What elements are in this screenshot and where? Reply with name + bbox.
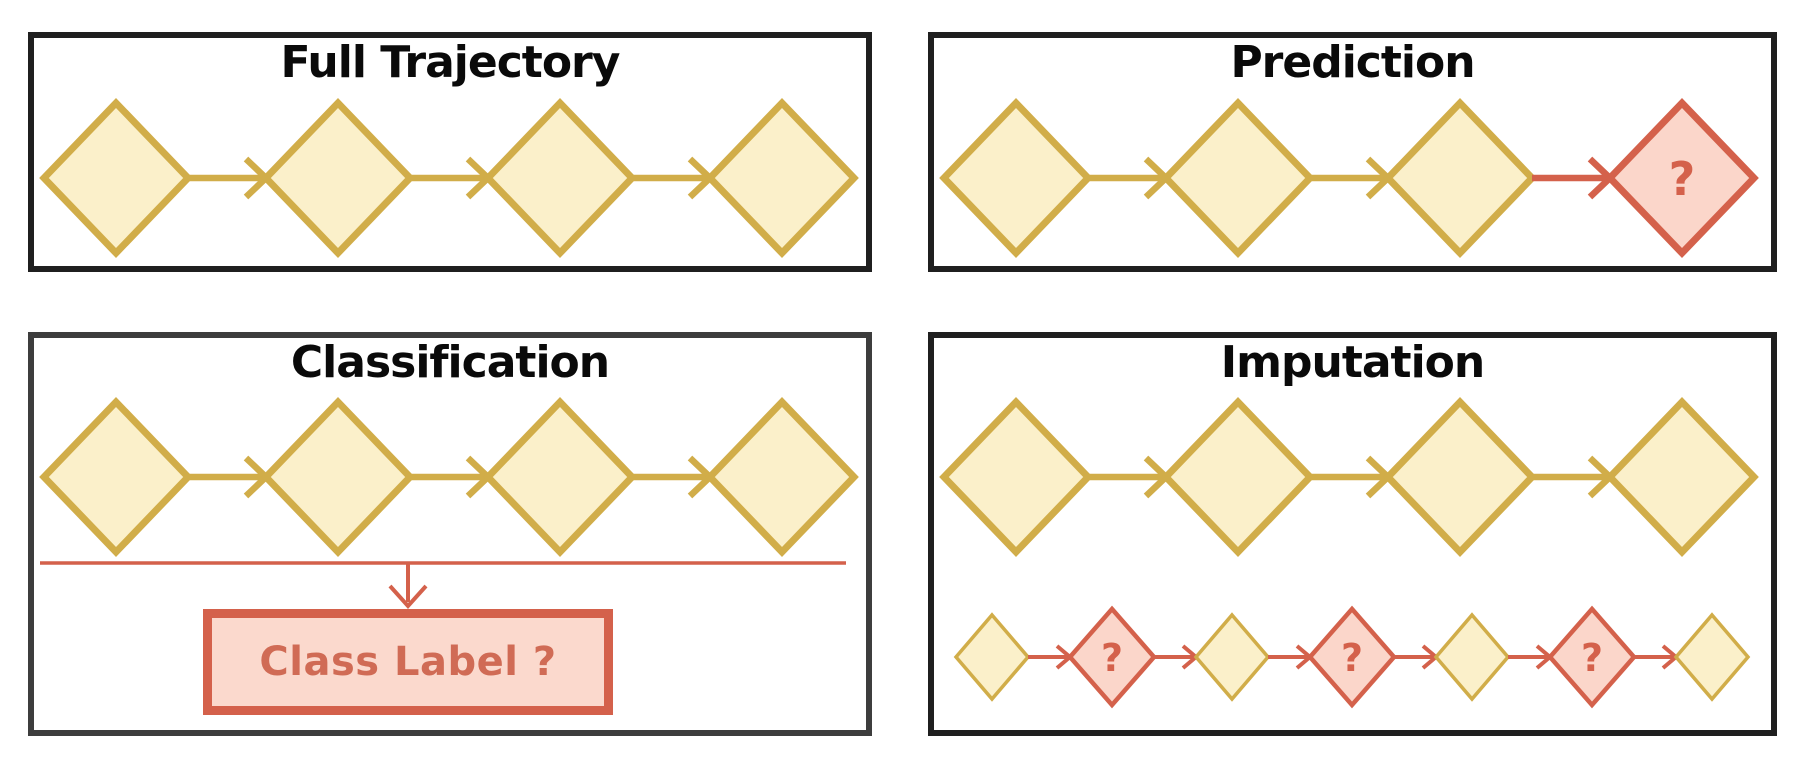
missing-node-small [1307, 605, 1397, 709]
transition-arrow [632, 455, 715, 499]
transition-arrow [1532, 455, 1615, 499]
observed-node [705, 97, 859, 259]
transition-arrow [410, 455, 493, 499]
missing-node-small [1067, 605, 1157, 709]
transition-arrow-small [1394, 644, 1440, 670]
transition-arrow-small [1268, 644, 1314, 670]
imputation-diagram: ? ? ? [939, 396, 1759, 709]
observed-node-small [1193, 612, 1271, 702]
transition-arrow [410, 156, 493, 200]
missing-node [1605, 97, 1759, 259]
unknown-mark: ? [1669, 152, 1696, 206]
observed-node [1161, 396, 1315, 558]
observed-node [1383, 97, 1537, 259]
panel-classification: Classification [28, 332, 872, 736]
panel-title: Prediction [1230, 37, 1475, 88]
transition-arrow [1088, 455, 1171, 499]
transition-arrow [1310, 455, 1393, 499]
transition-arrow [188, 156, 271, 200]
transition-arrow-small [1634, 644, 1680, 670]
observed-node-small [1433, 612, 1511, 702]
unknown-mark: ? [1581, 636, 1603, 680]
prediction-diagram: ? [939, 97, 1759, 259]
observed-node [483, 97, 637, 259]
transition-arrow [188, 455, 271, 499]
panel-title: Classification [290, 337, 610, 388]
observed-node [483, 396, 637, 558]
observed-node [1161, 97, 1315, 259]
missing-node-small [1547, 605, 1637, 709]
observed-node [1605, 396, 1759, 558]
observed-node [705, 396, 859, 558]
transition-arrow [1310, 156, 1393, 200]
observed-node [1383, 396, 1537, 558]
class-label-box: Class Label ? [203, 609, 613, 715]
unknown-mark: ? [1101, 636, 1123, 680]
down-arrow [388, 563, 428, 609]
prediction-arrow [1532, 156, 1615, 200]
unknown-mark: ? [1341, 636, 1363, 680]
observed-node [39, 396, 193, 558]
panel-prediction: Prediction ? [928, 32, 1777, 272]
transition-arrow-small [1508, 644, 1554, 670]
observed-node-small [1673, 612, 1751, 702]
classification-diagram [39, 396, 859, 609]
transition-arrow [632, 156, 715, 200]
observed-node [39, 97, 193, 259]
observed-node [939, 396, 1093, 558]
observed-node [939, 97, 1093, 259]
transition-arrow [1088, 156, 1171, 200]
observed-node-small [953, 612, 1031, 702]
transition-arrow-small [1154, 644, 1200, 670]
panel-title: Full Trajectory [280, 37, 621, 88]
observed-node [261, 396, 415, 558]
transition-arrow-small [1028, 644, 1074, 670]
full-trajectory-diagram [39, 97, 859, 259]
panel-full-trajectory: Full Trajectory [28, 32, 872, 272]
class-label-text: Class Label ? [259, 639, 557, 685]
panel-title: Imputation [1220, 337, 1485, 388]
observed-node [261, 97, 415, 259]
panel-imputation: Imputation [928, 332, 1777, 736]
